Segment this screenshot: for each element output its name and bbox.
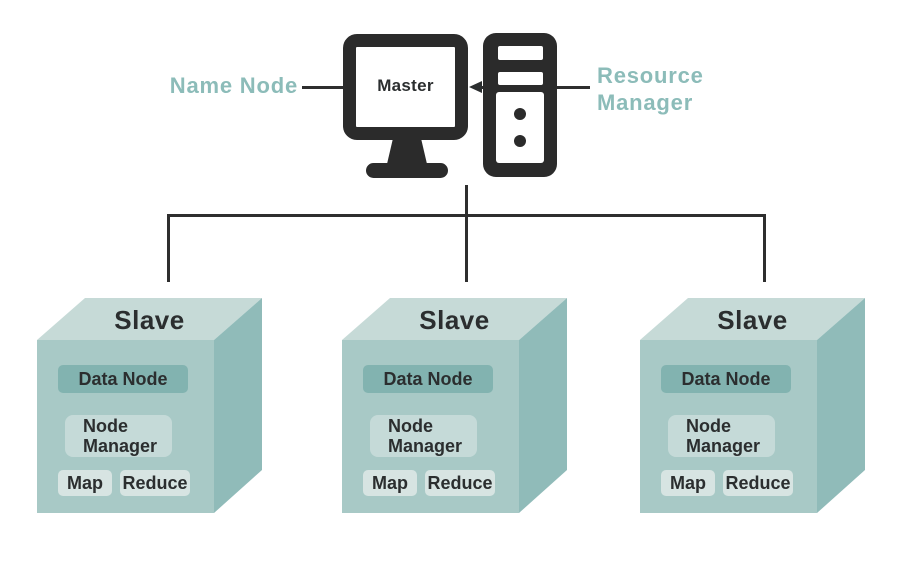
cube-side-face xyxy=(214,298,262,513)
name-node-label: Name Node xyxy=(169,73,298,98)
data-node-badge: Data Node xyxy=(58,365,188,393)
monitor-stand-base-icon xyxy=(366,163,448,178)
data-node-badge: Data Node xyxy=(363,365,493,393)
node-manager-line1: Node xyxy=(83,416,128,436)
node-manager-badge: Node Manager xyxy=(668,415,775,457)
master-label: Master xyxy=(377,76,434,96)
node-manager-line1: Node xyxy=(388,416,433,436)
node-manager-line2: Manager xyxy=(83,436,158,456)
tower-slot-icon xyxy=(498,72,543,85)
node-manager-line2: Manager xyxy=(388,436,463,456)
server-tower-icon xyxy=(483,33,557,177)
tower-button-icon xyxy=(514,108,526,120)
cube-side-face xyxy=(817,298,865,513)
connector-drop-right xyxy=(763,214,766,282)
name-node-arrow-line xyxy=(302,86,360,89)
cube-side-face xyxy=(519,298,567,513)
connector-drop-center xyxy=(465,214,468,282)
master-monitor-icon: Master xyxy=(343,34,468,140)
node-manager-badge: Node Manager xyxy=(65,415,172,457)
map-badge: Map xyxy=(363,470,417,496)
slave-node-1: Slave Data Node Node Manager Map Reduce xyxy=(37,298,262,513)
reduce-badge: Reduce xyxy=(425,470,495,496)
map-badge: Map xyxy=(58,470,112,496)
tower-button-icon xyxy=(514,135,526,147)
node-manager-line2: Manager xyxy=(686,436,761,456)
resource-manager-arrowhead-icon xyxy=(469,81,482,93)
slave-title: Slave xyxy=(717,305,788,335)
slave-node-2: Slave Data Node Node Manager Map Reduce xyxy=(342,298,567,513)
node-manager-line1: Node xyxy=(686,416,731,436)
connector-drop-left xyxy=(167,214,170,282)
data-node-badge: Data Node xyxy=(661,365,791,393)
monitor-stand-neck-icon xyxy=(387,140,427,164)
resource-manager-label: Resource Manager xyxy=(597,63,704,115)
slave-node-3: Slave Data Node Node Manager Map Reduce xyxy=(640,298,865,513)
tower-bay-icon xyxy=(496,92,544,163)
slave-title: Slave xyxy=(419,305,490,335)
map-badge: Map xyxy=(661,470,715,496)
reduce-badge: Reduce xyxy=(120,470,190,496)
tower-slot-icon xyxy=(498,46,543,60)
reduce-badge: Reduce xyxy=(723,470,793,496)
node-manager-badge: Node Manager xyxy=(370,415,477,457)
slave-title: Slave xyxy=(114,305,185,335)
connector-master-stem xyxy=(465,185,468,215)
